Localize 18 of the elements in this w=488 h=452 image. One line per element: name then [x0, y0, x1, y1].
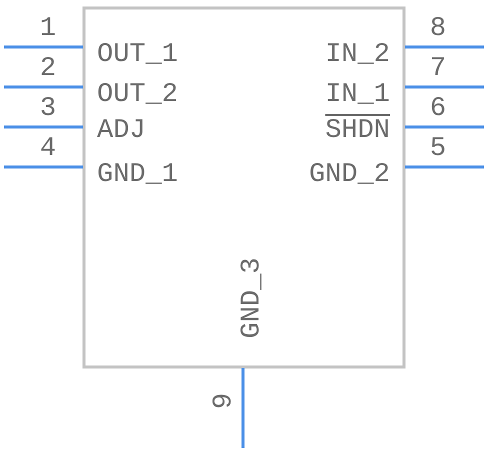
pin-name: GND_3	[240, 258, 266, 338]
pin-name: SHDN	[325, 118, 390, 145]
pin-name: OUT_1	[97, 42, 178, 69]
pin-name: GND_2	[308, 162, 390, 189]
pin-number: 6	[430, 96, 446, 123]
pin-number: 2	[40, 56, 56, 83]
pin-name: ADJ	[97, 118, 146, 145]
pin-number: 1	[40, 16, 56, 43]
pin-number: 3	[40, 96, 56, 123]
pin-name: OUT_2	[97, 82, 178, 109]
pin-number: 9	[212, 392, 238, 410]
pin-number: 4	[40, 136, 56, 163]
pin-name: GND_1	[97, 162, 178, 189]
pin-name: IN_2	[325, 42, 390, 69]
pin-number: 8	[430, 16, 446, 43]
pin-number: 7	[430, 56, 446, 83]
pin-number: 5	[430, 136, 446, 163]
pin-name: IN_1	[325, 82, 390, 109]
